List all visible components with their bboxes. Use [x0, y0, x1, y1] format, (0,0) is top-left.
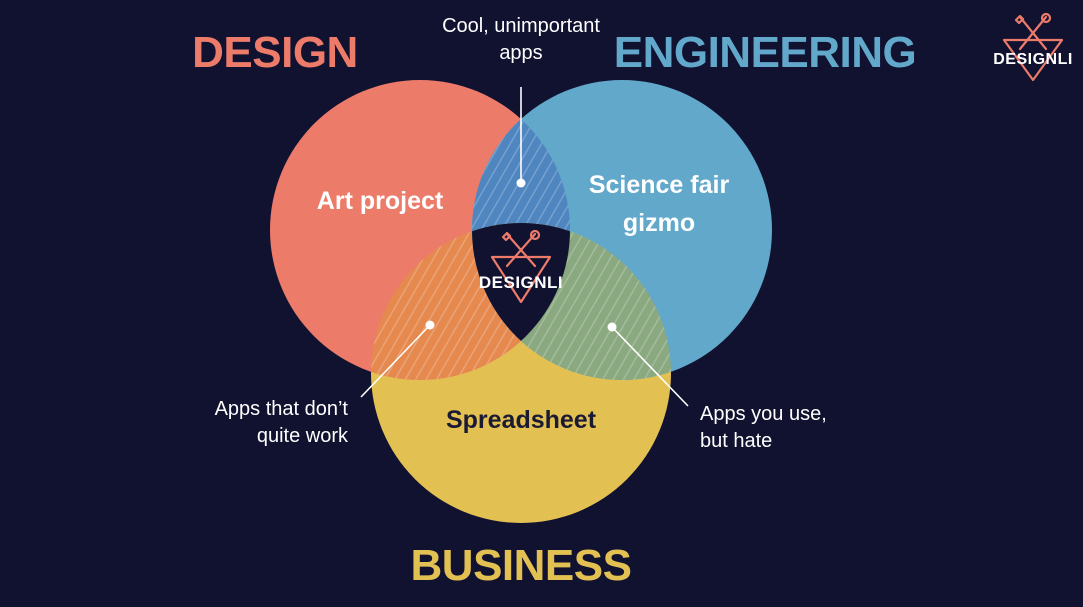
callout-line-left [360, 324, 431, 398]
cool-apps-callout-line2: apps [499, 42, 542, 64]
triangle-cross-wrench-icon [490, 229, 552, 304]
triangle-cross-wrench-icon [1002, 12, 1064, 82]
center-logo: DESIGNLI [479, 229, 563, 304]
use-but-hate-callout-line1: Apps you use, [700, 403, 827, 425]
science-fair-label-line1: Science fair [589, 171, 730, 199]
corner-logo-text: DESIGNLI [993, 51, 1073, 68]
callout-dot-right [607, 322, 617, 332]
business-title: BUSINESS [411, 541, 632, 590]
center-logo-text: DESIGNLI [479, 273, 563, 292]
cool-apps-callout-line1: Cool, unimportant [442, 15, 600, 37]
design-title: DESIGN [192, 28, 358, 77]
use-but-hate-callout-line2: but hate [700, 430, 772, 452]
spreadsheet-label: Spreadsheet [446, 406, 597, 434]
corner-logo: DESIGNLI [993, 12, 1073, 82]
callout-dot-top [516, 178, 526, 188]
art-project-label: Art project [317, 187, 444, 215]
callout-line-right [611, 326, 689, 407]
dont-work-callout-line1: Apps that don’t [215, 398, 349, 420]
science-fair-label-line2: gizmo [623, 209, 695, 237]
dont-work-callout-line2: quite work [257, 425, 349, 447]
engineering-title: ENGINEERING [614, 28, 917, 77]
callout-dot-left [425, 320, 435, 330]
